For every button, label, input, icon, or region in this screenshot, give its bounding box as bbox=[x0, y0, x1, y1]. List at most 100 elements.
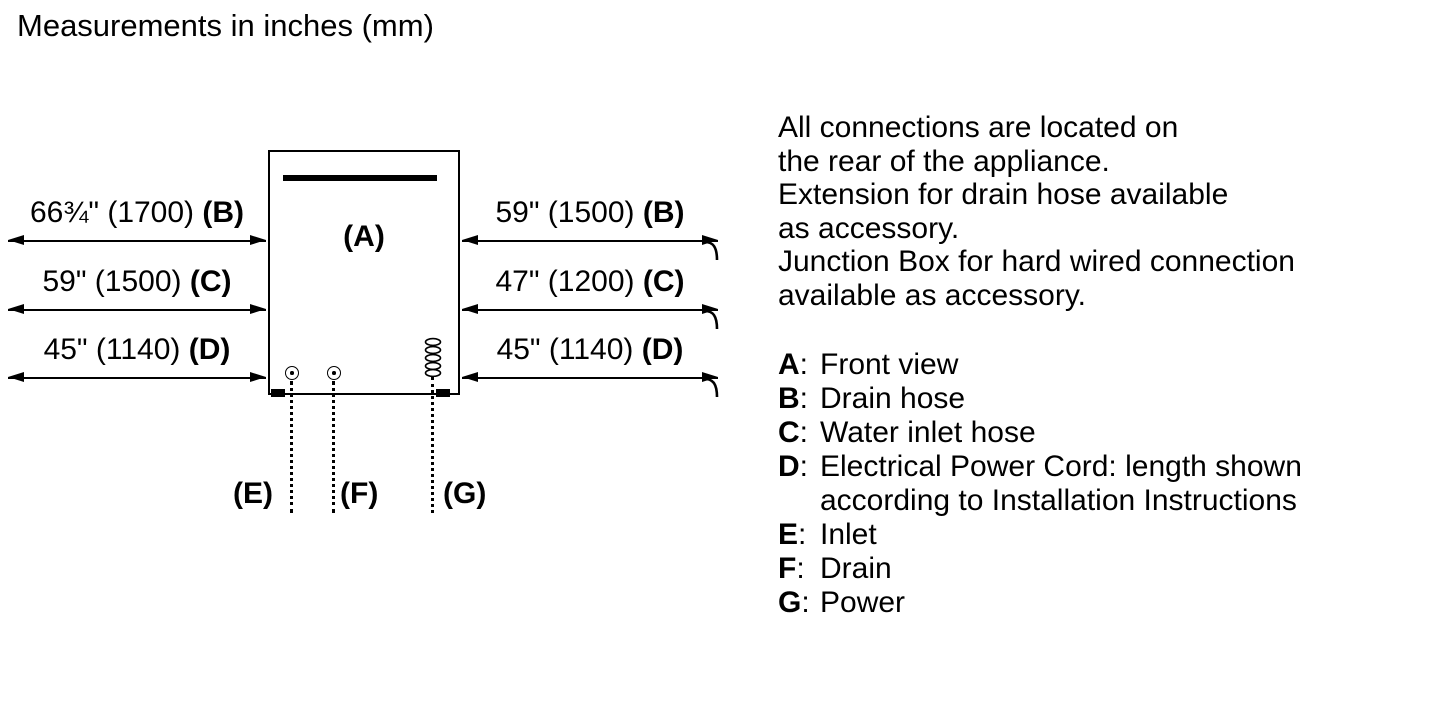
power-label: (G) bbox=[443, 477, 487, 510]
dim-text: 47" (1200) (C) bbox=[462, 265, 718, 299]
legend-line: Front view bbox=[820, 348, 959, 381]
legend-text: Drain hose bbox=[820, 382, 965, 416]
legend-separator: : bbox=[799, 450, 809, 483]
dim-value: 45" (1140) bbox=[43, 333, 181, 366]
fitting-dot bbox=[290, 371, 294, 375]
legend-key: G: bbox=[778, 586, 820, 620]
connection-notes: All connections are located on the rear … bbox=[778, 111, 1295, 312]
inlet-connection-icon bbox=[285, 366, 299, 380]
drain-label: (F) bbox=[340, 477, 379, 510]
dim-text: 45" (1140) (D) bbox=[462, 333, 718, 367]
inlet-leader-line bbox=[290, 381, 293, 513]
legend-key-letter: A bbox=[778, 348, 800, 381]
dim-ref: (C) bbox=[642, 265, 685, 298]
legend-key-letter: E bbox=[778, 518, 799, 551]
dimension-arrow bbox=[8, 304, 266, 315]
appliance-outline bbox=[268, 150, 460, 395]
note-line: as accessory. bbox=[778, 211, 960, 245]
dim-right-c: 47" (1200) (C) bbox=[462, 265, 719, 330]
legend-text: Inlet bbox=[820, 518, 877, 552]
legend-separator: : bbox=[799, 416, 809, 449]
legend-item-a: A: Front view bbox=[778, 348, 1302, 382]
hose-tail-curve-icon bbox=[704, 240, 719, 261]
dim-left-c: 59" (1500) (C) bbox=[8, 265, 266, 315]
legend-key-letter: G bbox=[778, 586, 802, 619]
dim-right-b: 59" (1500) (B) bbox=[462, 196, 719, 261]
dim-value: 59" (1500) bbox=[42, 265, 182, 298]
dimension-arrow bbox=[462, 235, 719, 261]
power-cord-coil-icon bbox=[424, 337, 442, 377]
legend-line: Inlet bbox=[820, 518, 877, 551]
note-line: Extension for drain hose available bbox=[778, 178, 1229, 211]
legend-key-letter: D bbox=[778, 450, 800, 483]
dim-value: 66¾" (1700) bbox=[29, 196, 195, 229]
dim-value: 45" (1140) bbox=[496, 333, 634, 366]
legend-text: Drain bbox=[820, 552, 892, 586]
legend-text: Water inlet hose bbox=[820, 416, 1036, 450]
note-line: Junction Box for hard wired connection bbox=[778, 245, 1295, 278]
appliance-label: (A) bbox=[343, 220, 385, 253]
legend-line: Drain bbox=[820, 552, 892, 585]
legend-line: according to Installation Instructions bbox=[820, 484, 1297, 517]
dim-ref: (D) bbox=[188, 333, 231, 366]
dim-text: 59" (1500) (B) bbox=[462, 196, 718, 230]
dimension-arrow bbox=[462, 372, 719, 398]
note-line: All connections are located on bbox=[778, 111, 1179, 144]
legend-item-f: F: Drain bbox=[778, 552, 1302, 586]
legend-key-letter: C bbox=[778, 416, 800, 449]
legend-key-letter: B bbox=[778, 382, 800, 415]
hose-tail-curve-icon bbox=[704, 309, 719, 330]
appliance-foot-left bbox=[271, 389, 285, 397]
legend-separator: : bbox=[798, 518, 807, 551]
legend-key: C: bbox=[778, 416, 820, 450]
legend-separator: : bbox=[799, 348, 809, 381]
legend-line: Power bbox=[820, 586, 906, 619]
note-line: available as accessory. bbox=[778, 278, 1086, 312]
legend-separator: : bbox=[801, 586, 810, 619]
dimension-arrow bbox=[462, 304, 719, 330]
drain-connection-icon bbox=[327, 366, 341, 380]
dim-ref: (C) bbox=[189, 265, 232, 298]
control-panel-line bbox=[283, 175, 437, 181]
dim-ref: (B) bbox=[642, 196, 685, 229]
dim-right-d: 45" (1140) (D) bbox=[462, 333, 719, 398]
dim-text: 45" (1140) (D) bbox=[8, 333, 266, 367]
legend-text: Power bbox=[820, 586, 905, 620]
legend: A: Front view B: Drain hose C: Water inl… bbox=[778, 348, 1302, 620]
legend-key: B: bbox=[778, 382, 820, 416]
fitting-dot bbox=[332, 371, 336, 375]
legend-key: A: bbox=[778, 348, 820, 382]
legend-line: Drain hose bbox=[820, 382, 966, 415]
dim-left-d: 45" (1140) (D) bbox=[8, 333, 266, 383]
dim-text: 66¾" (1700) (B) bbox=[8, 196, 266, 230]
dim-text: 59" (1500) (C) bbox=[8, 265, 266, 299]
dim-value: 47" (1200) bbox=[495, 265, 635, 298]
note-line: the rear of the appliance. bbox=[778, 144, 1110, 178]
legend-separator: : bbox=[799, 382, 809, 415]
drain-leader-line bbox=[332, 381, 335, 513]
legend-item-g: G: Power bbox=[778, 586, 1302, 620]
dim-left-b: 66¾" (1700) (B) bbox=[8, 196, 266, 246]
dimension-arrow bbox=[8, 372, 266, 383]
legend-item-e: E: Inlet bbox=[778, 518, 1302, 552]
legend-line: Electrical Power Cord: length shown bbox=[820, 450, 1302, 483]
page-title: Measurements in inches (mm) bbox=[17, 8, 434, 43]
legend-key: E: bbox=[778, 518, 820, 552]
hose-tail-curve-icon bbox=[704, 377, 719, 398]
legend-item-c: C: Water inlet hose bbox=[778, 416, 1302, 450]
dim-value: 59" (1500) bbox=[495, 196, 635, 229]
legend-separator: : bbox=[796, 552, 805, 585]
legend-text: Front view bbox=[820, 348, 958, 382]
legend-line: Water inlet hose bbox=[820, 416, 1036, 449]
power-leader-line bbox=[431, 377, 434, 513]
legend-item-b: B: Drain hose bbox=[778, 382, 1302, 416]
inlet-label: (E) bbox=[233, 477, 273, 510]
legend-key-letter: F bbox=[778, 552, 797, 585]
appliance-foot-right bbox=[436, 389, 450, 397]
dimension-arrow bbox=[8, 235, 266, 246]
dim-ref: (D) bbox=[641, 333, 684, 366]
legend-key: D: bbox=[778, 450, 820, 518]
